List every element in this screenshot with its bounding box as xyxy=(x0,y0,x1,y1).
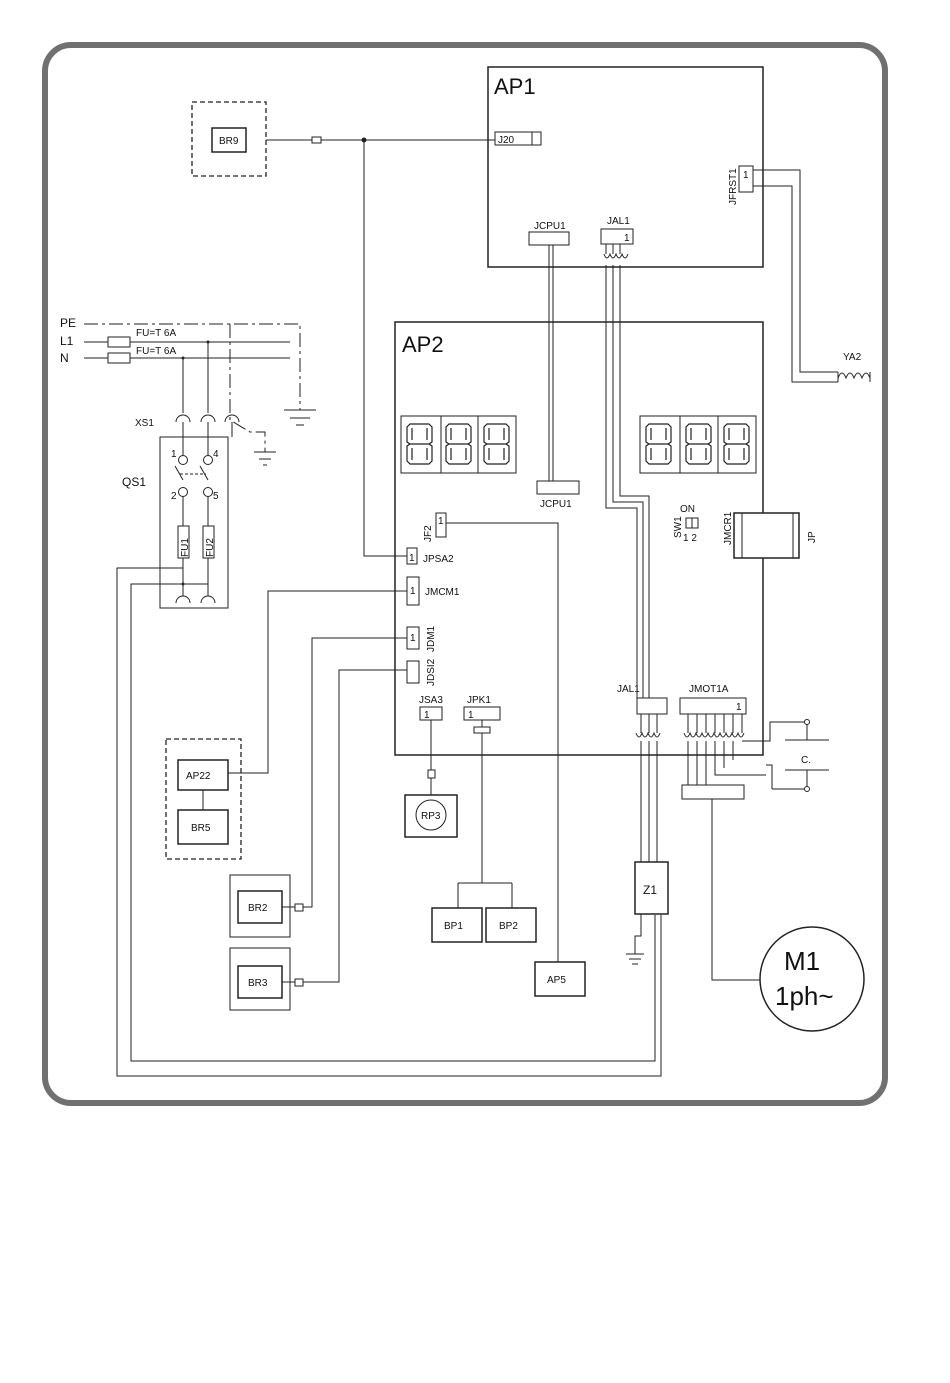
br3-label: BR3 xyxy=(248,978,268,989)
jpk1-label: JPK1 xyxy=(467,695,491,706)
jal1-top-label: JAL1 xyxy=(607,216,630,227)
ap2-label: AP2 xyxy=(402,332,444,357)
svg-text:1: 1 xyxy=(410,586,416,597)
jsa3-label: JSA3 xyxy=(419,695,443,706)
ap22-label: AP22 xyxy=(186,771,211,782)
fu2-label: FU2 xyxy=(205,538,216,557)
svg-text:1: 1 xyxy=(409,553,415,564)
jcpu1-top-label: JCPU1 xyxy=(534,221,566,232)
on-label: ON xyxy=(680,504,695,515)
qs1-switch-block: 1 4 2 5 FU1 FU2 xyxy=(160,415,239,608)
svg-text:1: 1 xyxy=(624,233,630,244)
sw1-label: SW1 xyxy=(673,516,684,538)
svg-text:1: 1 xyxy=(410,633,416,644)
jpsa2-label: JPSA2 xyxy=(423,554,454,565)
jcpu1-bottom-label: JCPU1 xyxy=(540,499,572,510)
svg-text:5: 5 xyxy=(213,491,219,502)
svg-text:4: 4 xyxy=(213,449,219,460)
jf2-label: JF2 xyxy=(423,525,434,542)
br5-label: BR5 xyxy=(191,823,211,834)
fuse-l1-label: FU=T 6A xyxy=(136,328,176,339)
jdsi2-label: JDSI2 xyxy=(426,658,437,686)
m1-label: M1 xyxy=(784,946,820,976)
ya2-label: YA2 xyxy=(843,352,862,363)
br2-label: BR2 xyxy=(248,903,268,914)
svg-text:1: 1 xyxy=(438,516,444,527)
br9-label: BR9 xyxy=(219,136,239,147)
jdm1-label: JDM1 xyxy=(426,625,437,652)
jmcr1-label: JMCR1 xyxy=(723,511,734,545)
jp-label: JP xyxy=(807,531,818,543)
qs1-label: QS1 xyxy=(122,475,146,489)
svg-text:2: 2 xyxy=(171,491,177,502)
svg-text:1 2: 1 2 xyxy=(683,533,697,544)
svg-text:1: 1 xyxy=(468,710,474,721)
bp1-label: BP1 xyxy=(444,921,463,932)
ap5-label: AP5 xyxy=(547,975,566,986)
m1-motor xyxy=(760,927,864,1031)
m1-phase-label: 1ph~ xyxy=(775,981,834,1011)
n-label: N xyxy=(60,351,69,365)
z1-label: Z1 xyxy=(643,883,657,897)
fuse-n-label: FU=T 6A xyxy=(136,346,176,357)
svg-text:1: 1 xyxy=(736,702,742,713)
capacitor-label: C. xyxy=(801,755,811,766)
l1-label: L1 xyxy=(60,334,74,348)
jmot1a-label: JMOT1A xyxy=(689,684,729,695)
svg-text:1: 1 xyxy=(743,170,749,181)
pe-label: PE xyxy=(60,316,76,330)
rp3-label: RP3 xyxy=(421,811,441,822)
svg-text:1: 1 xyxy=(424,710,430,721)
jmcm1-label: JMCM1 xyxy=(425,587,460,598)
bp2-label: BP2 xyxy=(499,921,518,932)
j20-label: J20 xyxy=(498,135,515,146)
ap1-label: AP1 xyxy=(494,74,536,99)
xs1-label: XS1 xyxy=(135,418,154,429)
jfrst1-label: JFRST1 xyxy=(728,168,739,205)
fu1-label: FU1 xyxy=(180,538,191,557)
ap1-board: AP1 J20 JCPU1 JAL1 1 1 JFRST1 xyxy=(488,67,763,267)
svg-text:1: 1 xyxy=(171,449,177,460)
